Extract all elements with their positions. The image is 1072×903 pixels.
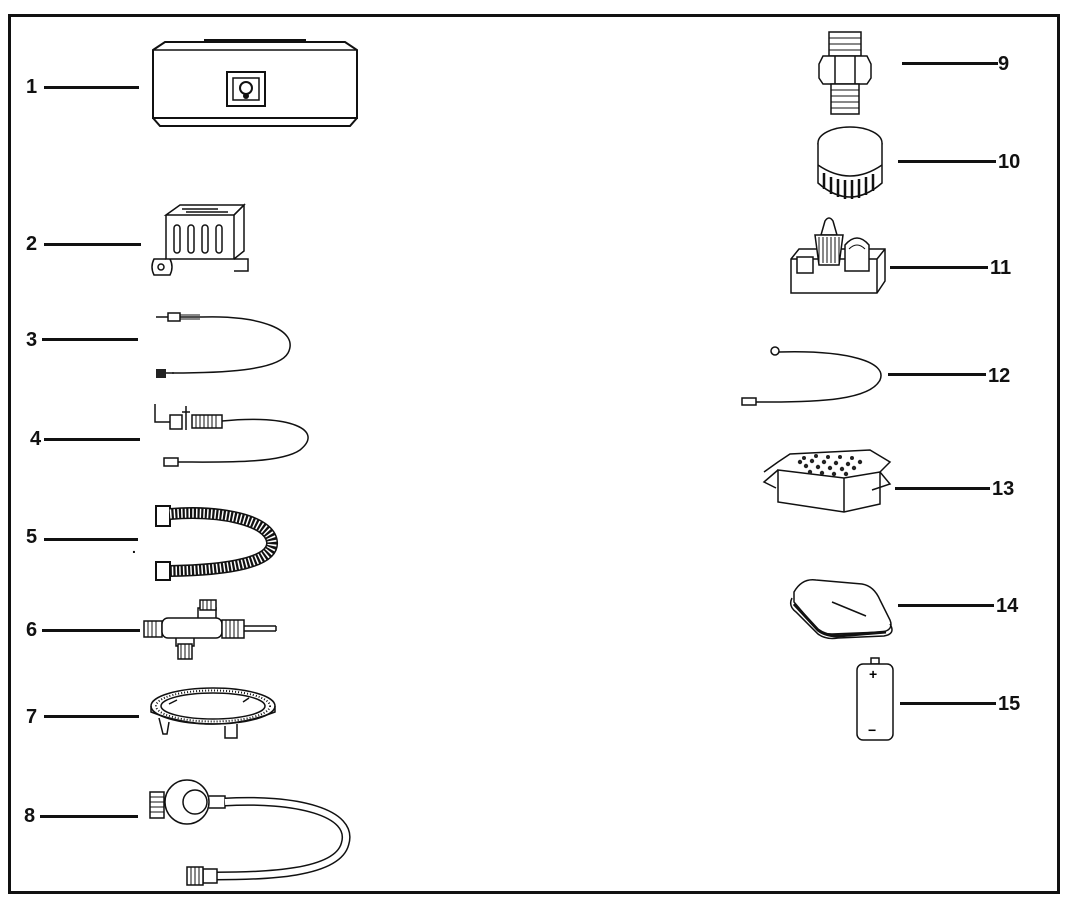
- fire-pit-table-icon: [145, 38, 365, 133]
- part-3-leader: [42, 338, 138, 341]
- part-11-label: 11: [990, 257, 1012, 279]
- part-9-label: 9: [998, 53, 1010, 75]
- part-3-label: 3: [26, 329, 38, 351]
- part-6-label: 6: [26, 619, 38, 641]
- part-12-leader: [888, 373, 986, 376]
- part-7-label: 7: [26, 706, 38, 728]
- part-10-label: 10: [998, 151, 1021, 173]
- thermocouple-icon: [156, 305, 300, 378]
- part-11-leader: [890, 266, 988, 269]
- flare-fitting-icon: [815, 28, 875, 118]
- part-5-label: 5: [26, 526, 38, 548]
- ground-wire-icon: [738, 340, 888, 410]
- part-1-label: 1: [26, 76, 38, 98]
- part-8-leader: [40, 815, 138, 818]
- lava-rock-box-icon: [760, 448, 895, 516]
- part-4-leader: [44, 438, 140, 441]
- part-4-label: 4: [30, 428, 42, 450]
- flexible-gas-hose-icon: [150, 500, 280, 585]
- burner-ring-icon: [145, 684, 285, 746]
- gas-valve-icon: [140, 598, 280, 663]
- part-10-leader: [898, 160, 996, 163]
- part-6-leader: [42, 629, 140, 632]
- diagram-frame: [8, 14, 1060, 894]
- part-14-label: 14: [996, 595, 1019, 617]
- part-13-label: 13: [992, 478, 1015, 500]
- battery-icon: + −: [855, 656, 895, 742]
- part-9-leader: [902, 62, 998, 65]
- part-5-leader: [44, 538, 138, 541]
- part-13-leader: [895, 487, 990, 490]
- battery-minus-sign: −: [868, 722, 877, 738]
- part-2-leader: [44, 243, 141, 246]
- part-2-label: 2: [26, 233, 38, 255]
- spark-ignitor-icon: [785, 215, 895, 300]
- igniter-electrode-wire-icon: [150, 400, 310, 470]
- stray-dot: .: [132, 540, 136, 556]
- part-1-leader: [44, 86, 139, 89]
- part-15-leader: [900, 702, 996, 705]
- part-7-leader: [44, 715, 139, 718]
- burner-bracket-icon: [148, 203, 254, 278]
- regulator-hose-icon: [145, 772, 355, 887]
- part-15-label: 15: [998, 693, 1021, 715]
- part-12-label: 12: [988, 365, 1011, 387]
- battery-plus-sign: +: [869, 666, 878, 682]
- part-8-label: 8: [24, 805, 36, 827]
- part-14-leader: [898, 604, 994, 607]
- control-knob-icon: [810, 123, 890, 199]
- cover-icon: [782, 572, 902, 642]
